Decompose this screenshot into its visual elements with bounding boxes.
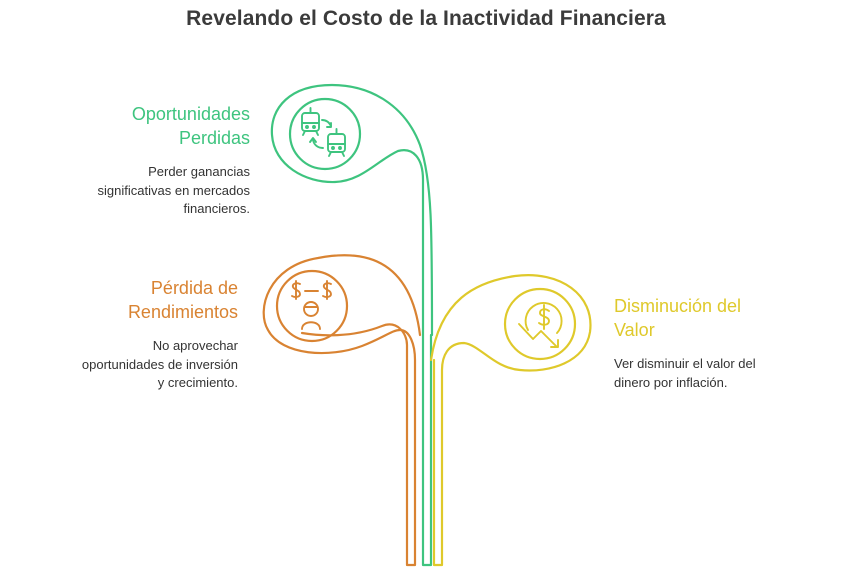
branch-oportunidades-perdidas: Oportunidades Perdidas Perder ganancias … xyxy=(20,102,250,219)
branch-disminucion-del-valor: Disminución del Valor Ver disminuir el v… xyxy=(614,294,834,392)
branch-green xyxy=(270,83,434,567)
dollar-decline-icon xyxy=(518,302,563,348)
branch-yellow-outer-curve xyxy=(429,274,592,567)
yellow-icon-circle xyxy=(503,287,577,361)
diagram-title: Revelando el Costo de la Inactividad Fin… xyxy=(186,7,666,30)
orange-icon-circle xyxy=(275,269,349,343)
train-swap-icon xyxy=(301,107,346,157)
green-icon-circle xyxy=(288,97,362,171)
description-oportunidades-perdidas: Perder ganancias significativas en merca… xyxy=(97,164,250,216)
branch-orange-outer-curve xyxy=(262,254,422,567)
branch-perdida-de-rendimientos: Pérdida de Rendimientos No aprovechar op… xyxy=(8,276,238,393)
description-disminucion-del-valor: Ver disminuir el valor del dinero por in… xyxy=(614,356,756,390)
heading-perdida-de-rendimientos: Pérdida de Rendimientos xyxy=(127,278,238,322)
branch-yellow xyxy=(429,274,592,567)
person-dollar-icon xyxy=(291,280,332,330)
branch-orange xyxy=(262,254,422,567)
heading-oportunidades-perdidas: Oportunidades Perdidas xyxy=(131,104,250,148)
branch-green-outer-curve xyxy=(270,83,434,567)
heading-disminucion-del-valor: Disminución del Valor xyxy=(614,296,742,340)
description-perdida-de-rendimientos: No aprovechar oportunidades de inversión… xyxy=(81,338,238,390)
